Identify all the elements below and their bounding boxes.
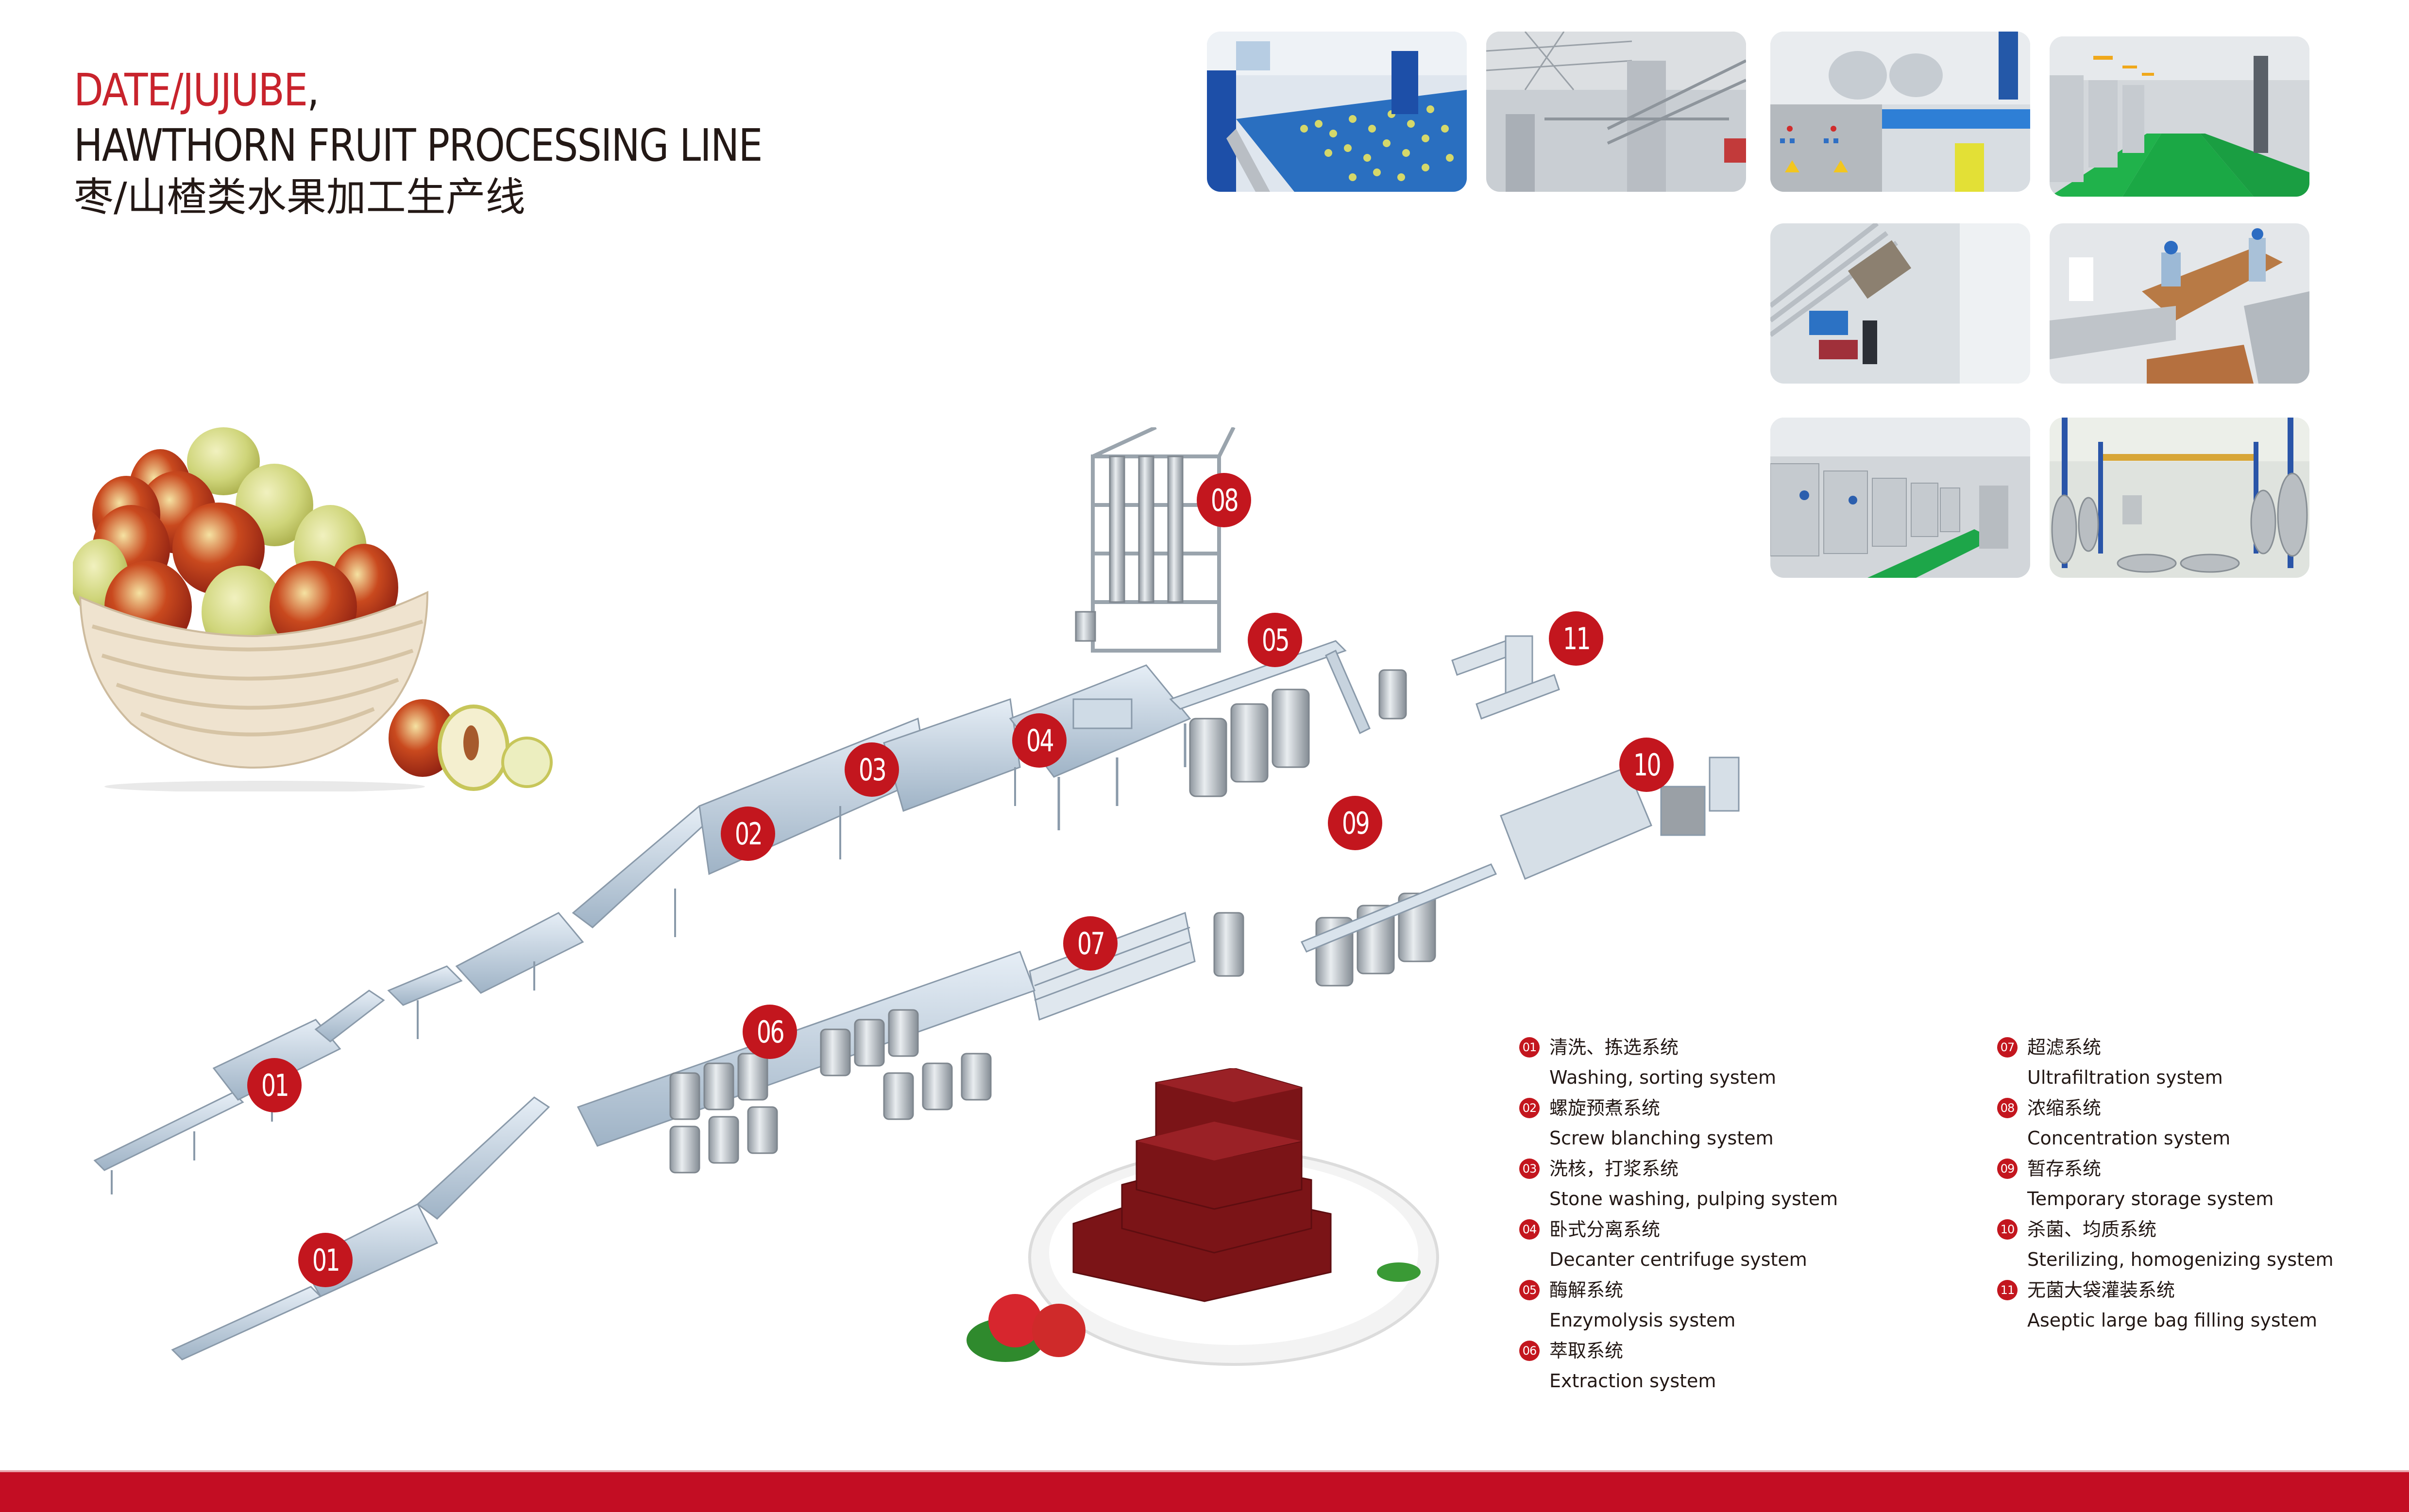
drying-conveyor-workers-photo — [2050, 223, 2309, 384]
legend-number-badge: 10 — [1997, 1219, 2018, 1240]
photo-icon — [2050, 223, 2309, 384]
footer-divider — [0, 1470, 2409, 1472]
extraction-tanks-hall-photo — [2050, 418, 2309, 578]
legend-label-en: Ultrafiltration system — [2027, 1067, 2223, 1088]
badge-07: 07 — [1063, 916, 1118, 971]
legend-label-cn: 超滤系统 — [2027, 1037, 2102, 1058]
legend-label-en: Decanter centrifuge system — [1549, 1249, 1807, 1270]
photo-icon — [1770, 418, 2030, 578]
legend-number-badge: 06 — [1519, 1341, 1540, 1361]
badge-06: 06 — [743, 1005, 797, 1059]
legend-number-badge: 09 — [1997, 1159, 2018, 1179]
legend-label-cn: 暂存系统 — [2027, 1158, 2102, 1179]
enzymolysis-tanks — [1189, 669, 1407, 797]
badge-01-lower: 01 — [298, 1233, 353, 1287]
hawthorn-cake-icon — [967, 1067, 1439, 1366]
legend-label-cn: 卧式分离系统 — [1549, 1219, 1661, 1240]
extraction-tanks — [669, 1009, 992, 1174]
legend-label-en: Stone washing, pulping system — [1549, 1188, 1838, 1210]
legend-number-badge: 02 — [1519, 1098, 1540, 1118]
badge-01-upper: 01 — [247, 1058, 302, 1112]
evaporator-pipes-photo — [1486, 32, 1746, 192]
legend-label-cn: 螺旋预煮系统 — [1549, 1097, 1661, 1119]
control-cabinet-washer-photo — [1770, 32, 2030, 192]
drum-pulper-photo — [1770, 223, 2030, 384]
title-line-2: HAWTHORN FRUIT PROCESSING LINE — [74, 119, 763, 171]
badge-04: 04 — [1012, 713, 1067, 768]
sterilizer-homogenizer — [1500, 756, 1740, 880]
page-title: DATE/JUJUBE, HAWTHORN FRUIT PROCESSING L… — [74, 68, 874, 218]
legend-label-cn: 杀菌、均质系统 — [2027, 1219, 2157, 1240]
badge-11: 11 — [1549, 611, 1603, 666]
storage-tanks-hall-photo — [1770, 418, 2030, 578]
jujube-sorting-conveyor-photo — [1207, 32, 1467, 192]
jujube-fruit-icon — [70, 427, 553, 792]
legend-number-badge: 01 — [1519, 1037, 1540, 1058]
legend-number-badge: 05 — [1519, 1280, 1540, 1300]
photo-icon — [1770, 32, 2030, 192]
production-hall-green-floor-photo — [2050, 36, 2309, 197]
legend-label-cn: 萃取系统 — [1549, 1340, 1624, 1361]
hawthorn-cake-image — [962, 1067, 1472, 1384]
badge-08: 08 — [1197, 473, 1251, 527]
footer-bar — [0, 1472, 2409, 1512]
legend-label-en: Screw blanching system — [1549, 1127, 1774, 1149]
legend-label-en: Extraction system — [1549, 1370, 1716, 1392]
legend-label-en: Washing, sorting system — [1549, 1067, 1777, 1088]
title-line-1: DATE/JUJUBE, — [74, 68, 762, 119]
legend-label-cn: 清洗、拣选系统 — [1549, 1037, 1679, 1058]
legend-label-cn: 浓缩系统 — [2027, 1097, 2102, 1119]
photo-icon — [2050, 418, 2309, 578]
badge-05: 05 — [1248, 613, 1302, 667]
legend-label-en: Sterilizing, homogenizing system — [2027, 1249, 2334, 1270]
legend-label-cn: 无菌大袋灌装系统 — [2027, 1279, 2175, 1301]
badge-09: 09 — [1328, 796, 1382, 850]
legend-label-en: Temporary storage system — [2027, 1188, 2274, 1210]
badge-10: 10 — [1619, 738, 1674, 792]
legend-number-badge: 07 — [1997, 1037, 2018, 1058]
legend-number-badge: 11 — [1997, 1280, 2018, 1300]
title-chinese: 枣/山楂类水果加工生产线 — [74, 174, 526, 220]
title-red-text: DATE/JUJUBE — [74, 64, 308, 116]
title-comma: , — [307, 64, 319, 116]
badge-03: 03 — [845, 742, 899, 797]
jujube-basket-image — [70, 403, 607, 792]
legend-number-badge: 08 — [1997, 1098, 2018, 1118]
photo-icon — [1207, 32, 1467, 192]
photo-icon — [1486, 32, 1746, 192]
badge-02: 02 — [721, 806, 775, 861]
legend-label-cn: 洗核，打浆系统 — [1549, 1158, 1679, 1179]
legend-label-cn: 酶解系统 — [1549, 1279, 1624, 1301]
legend-label-en: Enzymolysis system — [1549, 1310, 1736, 1331]
process-line-diagram: 08 05 11 04 03 10 02 09 07 06 01 01 — [0, 427, 1943, 1447]
aseptic-filler — [1451, 635, 1560, 720]
legend-number-badge: 04 — [1519, 1219, 1540, 1240]
photo-icon — [2050, 36, 2309, 197]
legend-number-badge: 03 — [1519, 1159, 1540, 1179]
legend-label-en: Aseptic large bag filling system — [2027, 1310, 2317, 1331]
ultrafiltration-unit — [1029, 911, 1196, 1021]
photo-icon — [1770, 223, 2030, 384]
legend-label-en: Concentration system — [2027, 1127, 2231, 1149]
